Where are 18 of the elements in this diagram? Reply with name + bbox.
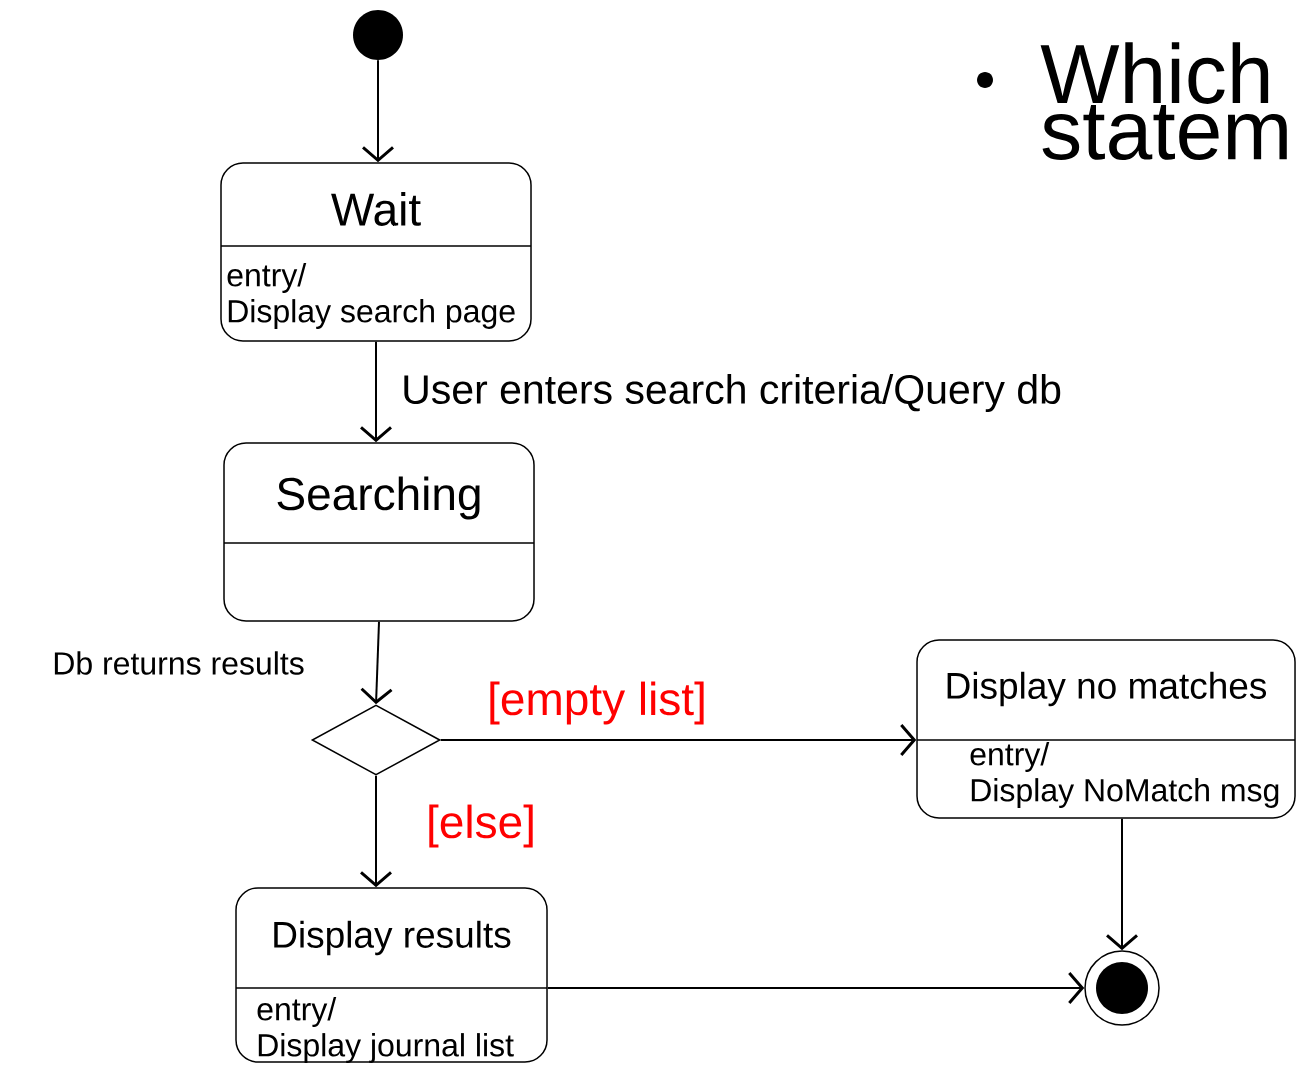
final-state: [1084, 950, 1160, 1026]
arrow: [546, 972, 1085, 1004]
arrow: [360, 774, 392, 888]
arrow: [362, 59, 394, 163]
edge-label: [empty list]: [490, 681, 704, 725]
initial-state: [353, 10, 403, 60]
arrow: [360, 340, 392, 443]
edge-label: [else]: [429, 804, 533, 848]
state-box: Display no matches entry/ Display NoMatch msg: [916, 639, 1296, 819]
bullet-text: Which statem: [1040, 42, 1287, 160]
arrow: [1106, 817, 1138, 951]
state-box: Wait entry/ Display search page: [220, 162, 532, 342]
arrow: [439, 724, 917, 756]
edge-label: User enters search criteria/Query db: [404, 373, 1061, 413]
state-box: Display results entry/ Display journal list: [235, 887, 548, 1063]
arrow: [360, 620, 393, 705]
edge-label: Db returns results: [54, 651, 304, 675]
state-box: Searching: [223, 442, 535, 622]
